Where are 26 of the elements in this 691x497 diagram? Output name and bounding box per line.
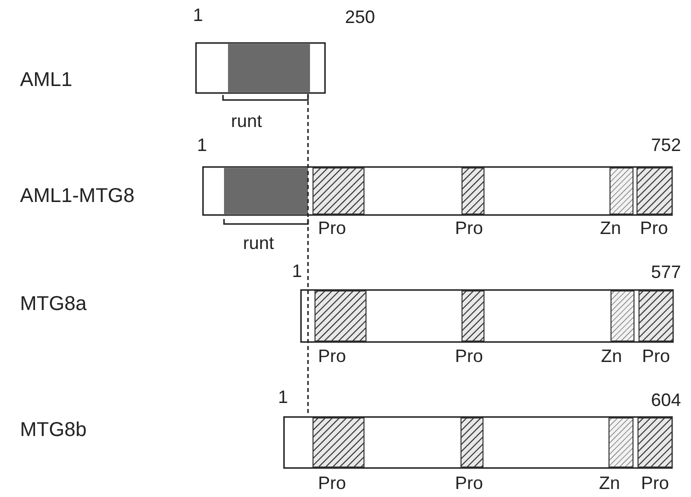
domain-label: runt: [243, 234, 274, 252]
domain-label: Pro: [455, 219, 484, 237]
protein-name: MTG8a: [20, 294, 87, 314]
residue-number: 1: [197, 136, 208, 154]
domain-label: Zn: [600, 219, 622, 237]
domain-label: Pro: [640, 219, 668, 237]
domain-label: Pro: [641, 474, 670, 492]
domain-label: Pro: [318, 219, 346, 237]
protein-name: MTG8b: [20, 420, 87, 440]
domain-label: runt: [231, 112, 262, 130]
residue-number: 1: [278, 388, 288, 406]
domain-label: Pro: [318, 474, 346, 492]
residue-number: 604: [651, 391, 682, 409]
domain-label: Pro: [642, 347, 670, 365]
residue-number: 752: [651, 136, 682, 154]
domain-label: Pro: [455, 347, 484, 365]
domain-label: Zn: [599, 474, 620, 492]
domain-label: Zn: [601, 347, 622, 365]
protein-name: AML1: [20, 70, 72, 90]
residue-number: 1: [193, 6, 204, 24]
residue-number: 250: [345, 8, 376, 26]
domain-label: Pro: [455, 474, 484, 492]
domain-label: Pro: [318, 347, 346, 365]
residue-number: 1: [292, 262, 302, 280]
residue-number: 577: [651, 263, 682, 281]
protein-name: AML1-MTG8: [20, 186, 134, 206]
